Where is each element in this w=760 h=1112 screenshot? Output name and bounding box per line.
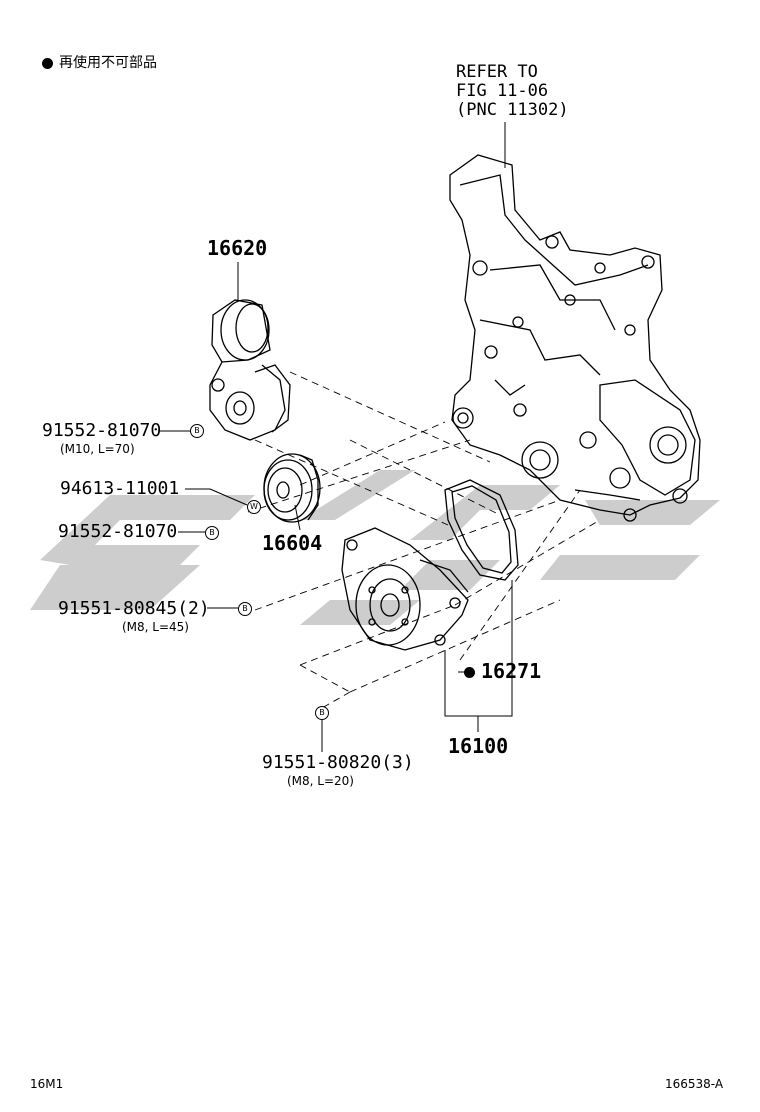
legend: 再使用不可部品	[42, 56, 157, 70]
part-bolt-91552-81070-lower: 91552-81070	[58, 521, 178, 542]
part-washer-94613-11001: 94613-11001	[60, 478, 180, 499]
part-16271-label: 16271	[481, 659, 542, 683]
part-bolt-91551-80845: 91551-80845(2)	[58, 598, 210, 619]
non-reusable-dot-icon	[42, 57, 53, 69]
part-bolt-spec-m8-45: (M8, L=45)	[122, 620, 189, 634]
bolt-marker-b-icon: B	[238, 602, 252, 616]
part-16271: 16271	[464, 661, 541, 681]
bolt-marker-b-icon: B	[190, 424, 204, 438]
part-bolt-spec-m8-20: (M8, L=20)	[287, 774, 354, 788]
assembly-lines	[247, 371, 601, 709]
washer-marker-w-icon: W	[247, 500, 261, 514]
legend-text: 再使用不可部品	[59, 55, 157, 71]
part-16604: 16604	[262, 531, 323, 555]
gasket-16271-drawing	[444, 479, 519, 581]
water-pump-16100-drawing	[341, 527, 469, 651]
footer-right-code: 166538-A	[665, 1077, 724, 1091]
part-16620: 16620	[207, 236, 268, 260]
non-reusable-dot-icon	[464, 667, 475, 678]
part-16100: 16100	[448, 734, 509, 758]
bolt-marker-b-icon: B	[205, 526, 219, 540]
bolt-marker-b-icon: B	[315, 706, 329, 720]
idler-pulley-16604-drawing	[263, 453, 321, 523]
part-bolt-spec-m10: (M10, L=70)	[60, 442, 135, 456]
timing-cover	[449, 154, 701, 522]
part-bolt-91552-81070-upper: 91552-81070	[42, 420, 162, 441]
tensioner-16620-drawing	[209, 299, 291, 441]
part-bolt-91551-80820: 91551-80820(3)	[262, 752, 414, 773]
leader-lines	[160, 262, 513, 752]
refer-note: REFER TO FIG 11-06 (PNC 11302)	[456, 62, 569, 120]
footer-left-code: 16M1	[30, 1077, 64, 1091]
